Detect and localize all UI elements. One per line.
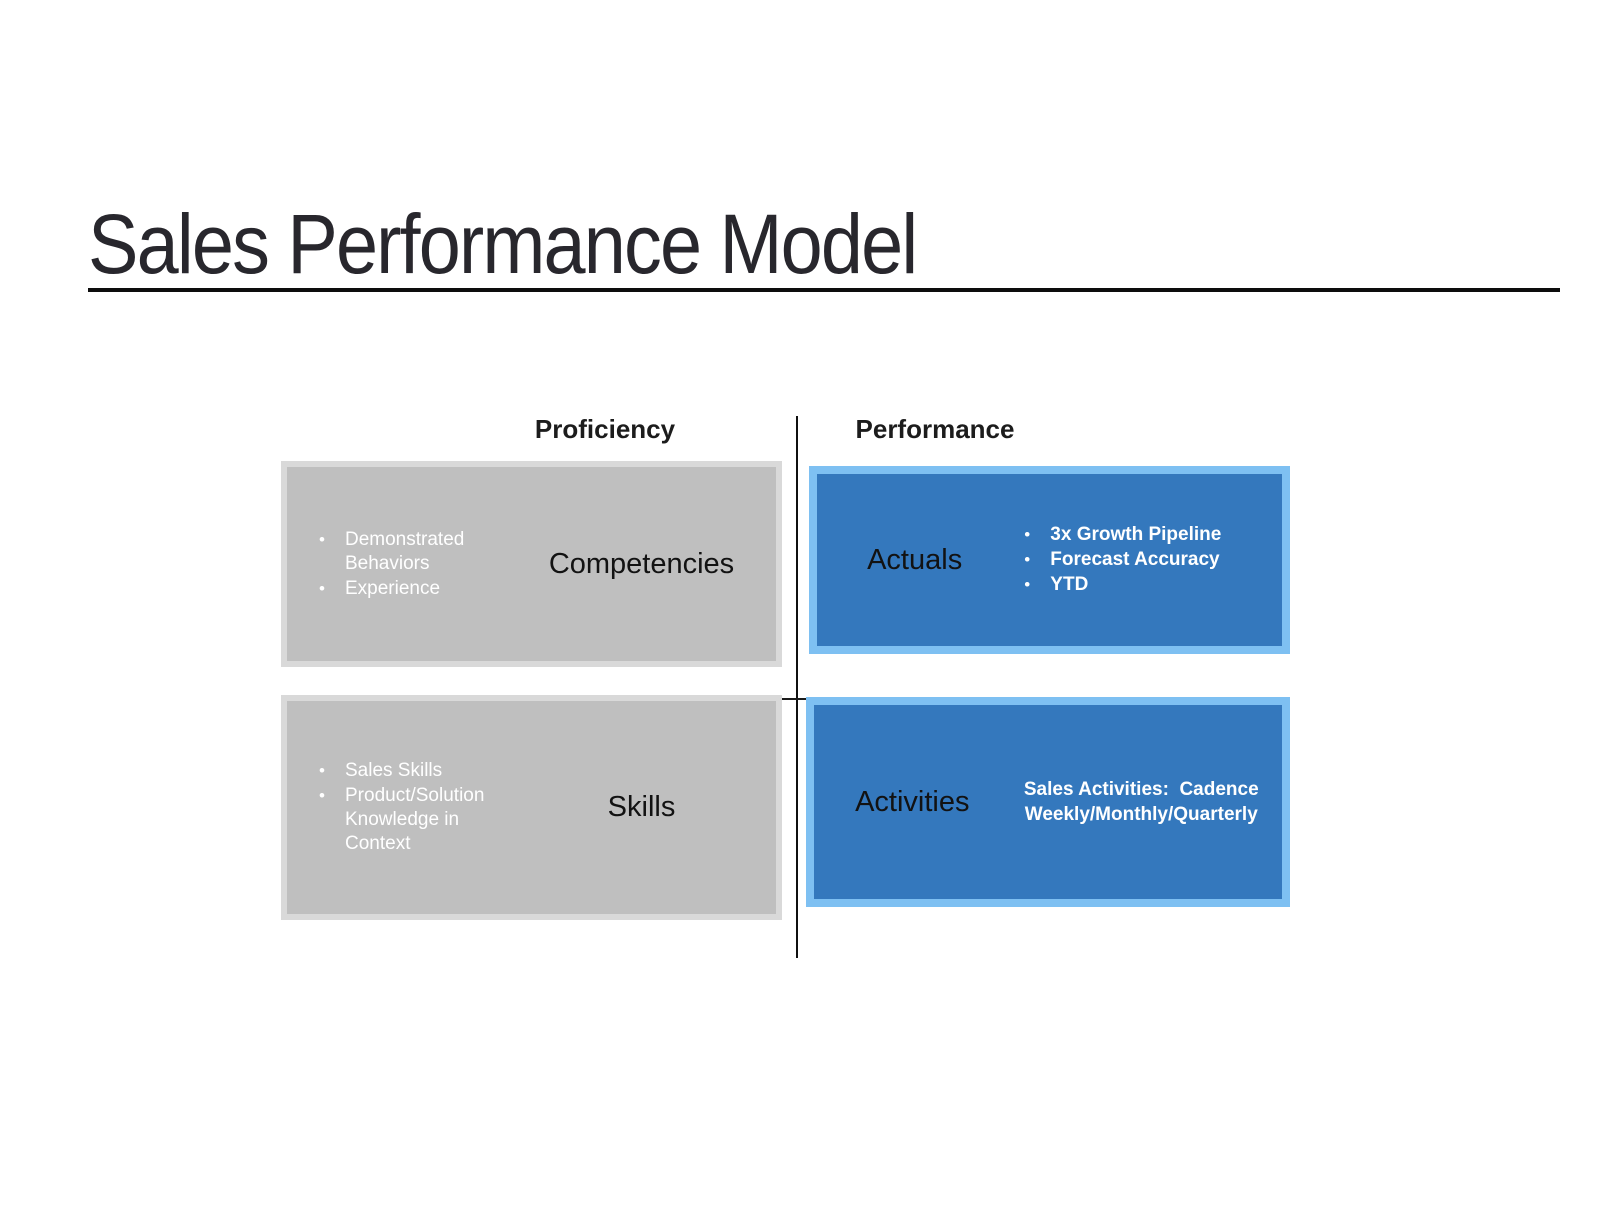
page-title: Sales Performance Model: [88, 197, 918, 291]
bullet-label: Product/Solution Knowledge in Context: [345, 785, 485, 854]
list-item: • Demonstrated Behaviors: [319, 528, 507, 576]
quadrant-label-activities: Activities: [855, 785, 970, 818]
competencies-bullet-list: • Demonstrated Behaviors • Experience: [287, 528, 507, 601]
column-header-performance: Performance: [855, 414, 1015, 444]
bullet-label: 3x Growth Pipeline: [1050, 524, 1222, 545]
bullet-label: Demonstrated Behaviors: [345, 528, 465, 574]
actuals-bullet-list: • 3x Growth Pipeline • Forecast Accuracy…: [1012, 523, 1282, 597]
column-header-proficiency: Proficiency: [534, 414, 676, 444]
quadrant-label-actuals: Actuals: [867, 543, 963, 576]
bullet-icon: •: [319, 529, 325, 549]
bullet-icon: •: [1024, 550, 1031, 569]
activities-note: Sales Activities: Cadence Weekly/Monthly…: [1011, 777, 1282, 827]
bullet-icon: •: [319, 578, 325, 598]
bullet-label: Experience: [345, 577, 441, 599]
bullet-icon: •: [319, 786, 325, 805]
list-item: • Sales Skills: [319, 759, 507, 783]
quadrant-activities: Activities Sales Activities: Cadence Wee…: [806, 697, 1290, 907]
quadrant-competencies: • Demonstrated Behaviors • Experience Co…: [281, 461, 782, 667]
activities-note-line: Weekly/Monthly/Quarterly: [1024, 804, 1258, 825]
quadrant-label-competencies: Competencies: [548, 547, 735, 580]
list-item: • Forecast Accuracy: [1024, 548, 1282, 572]
list-item: • 3x Growth Pipeline: [1024, 523, 1282, 547]
list-item: • YTD: [1024, 573, 1282, 597]
activities-note-line: Sales Activities: Cadence: [1023, 779, 1259, 800]
quadrant-label-skills: Skills: [607, 791, 676, 823]
bullet-icon: •: [1024, 575, 1031, 594]
bullet-label: Forecast Accuracy: [1050, 549, 1220, 570]
bullet-label: Sales Skills: [345, 760, 443, 781]
bullet-icon: •: [1024, 525, 1031, 544]
list-item: • Product/Solution Knowledge in Context: [319, 784, 507, 856]
quadrant-skills: • Sales Skills • Product/Solution Knowle…: [281, 695, 782, 920]
actuals-label-container: Actuals: [817, 544, 1012, 577]
title-underline: [88, 288, 1560, 292]
vertical-axis-line: [796, 416, 798, 958]
bullet-icon: •: [319, 761, 325, 780]
skills-bullet-list: • Sales Skills • Product/Solution Knowle…: [287, 759, 507, 856]
quadrant-actuals: Actuals • 3x Growth Pipeline • Forecast …: [809, 466, 1290, 654]
activities-label-container: Activities: [814, 786, 1011, 819]
bullet-label: YTD: [1050, 574, 1089, 595]
list-item: • Experience: [319, 577, 507, 601]
